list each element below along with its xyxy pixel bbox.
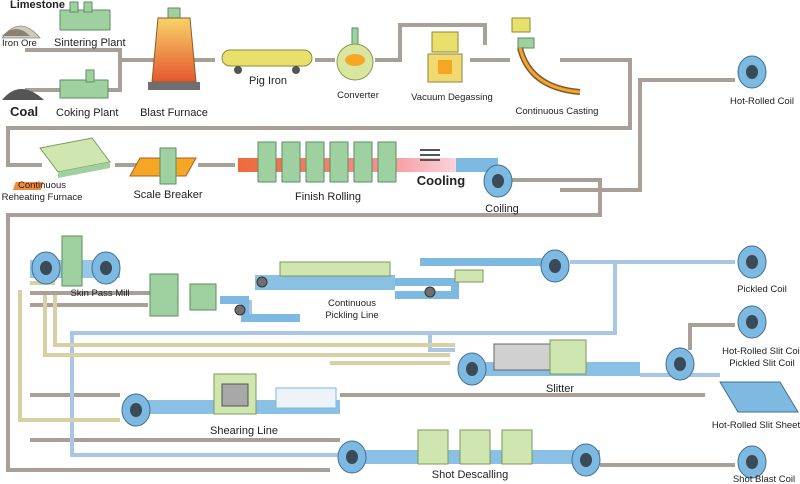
label-pickled-coil: Pickled Coil: [737, 284, 787, 295]
label-cooling: Cooling: [417, 173, 465, 188]
label-iron-ore: Iron Ore: [2, 38, 37, 49]
coiling-coil: [483, 164, 513, 198]
label-slitter: Slitter: [546, 383, 574, 395]
converter: [336, 27, 374, 81]
label-coiling: Coiling: [485, 203, 519, 215]
label-coal: Coal: [10, 104, 38, 119]
label-finish-rolling: Finish Rolling: [295, 191, 361, 203]
slit-coil-icon: [737, 305, 767, 339]
label-skin-pass-mill: Skin Pass Mill: [70, 288, 129, 299]
label-vacuum-degassing: Vacuum Degassing: [411, 92, 493, 103]
finish-rolling-stands: [257, 141, 397, 183]
label-sintering-plant: Sintering Plant: [54, 37, 126, 49]
label-shot-blast-coil: Shot Blast Coil: [733, 474, 795, 484]
label-shearing-line: Shearing Line: [210, 425, 278, 437]
label-scale-breaker: Scale Breaker: [133, 189, 202, 201]
slit-sheet-icon: [719, 381, 799, 413]
label-slit-coil-line2: Pickled Slit Coil: [729, 358, 794, 369]
label-shot-descalling: Shot Descalling: [432, 469, 508, 481]
label-hot-rolled-coil: Hot-Rolled Coil: [730, 96, 794, 107]
label-pickling-line1: Continuous: [328, 298, 376, 309]
label-pickling-line2: Pickling Line: [325, 310, 378, 321]
blast-furnace: [148, 7, 200, 90]
label-slit-coil-line1: Hot-Rolled Slit Coil: [722, 346, 800, 357]
continuous-caster: [511, 17, 581, 95]
label-continuous-casting: Continuous Casting: [516, 106, 599, 117]
tan-flow-lines: [18, 281, 455, 422]
slitter: [457, 339, 695, 386]
pickled-coil-icon: [737, 245, 767, 279]
iron-ore-pile: [2, 29, 30, 36]
label-converter: Converter: [337, 90, 379, 101]
cooling-strip: [456, 158, 498, 172]
sintering-plant: [59, 1, 111, 31]
main-flow-lines: [6, 23, 735, 472]
label-pig-iron: Pig Iron: [249, 75, 287, 87]
vacuum-degasser: [427, 31, 463, 83]
shearing-line: [121, 373, 340, 427]
pig-iron-car: [221, 49, 313, 74]
skin-pass-mill: [30, 235, 121, 287]
scale-breaker: [129, 147, 197, 185]
cooling-sprays: [420, 149, 440, 161]
label-reheating-line1: Continuous: [18, 180, 66, 191]
continuous-pickling-line: [149, 249, 570, 322]
label-blast-furnace: Blast Furnace: [140, 107, 208, 119]
coal-pile: [2, 89, 44, 100]
label-coking-plant: Coking Plant: [56, 107, 118, 119]
label-reheating-line2: Reheating Furnace: [2, 192, 83, 203]
reheating-furnace: [12, 137, 111, 190]
coking-plant: [59, 69, 109, 99]
shot-descalling-line: [337, 429, 601, 477]
hot-rolled-coil-icon: [737, 55, 767, 89]
label-limestone: Limestone: [10, 0, 65, 11]
label-slit-sheet: Hot-Rolled Slit Sheet: [712, 420, 800, 431]
